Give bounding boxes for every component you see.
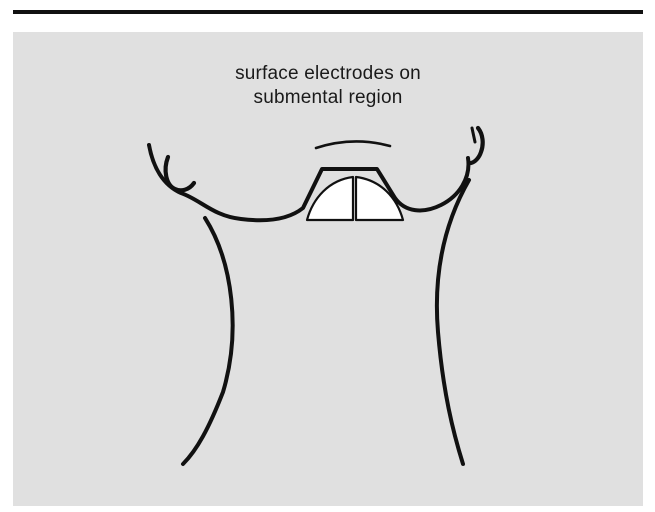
figure-panel: surface electrodes on submental region [13,32,643,506]
left-neck-contour [183,218,233,464]
top-rule [13,10,643,14]
electrode-group [307,177,403,220]
chin-line [316,141,390,148]
right-ear-lower [472,128,475,142]
jaw-line [149,145,468,220]
neck-illustration [13,32,643,506]
right-neck-contour [437,180,469,464]
